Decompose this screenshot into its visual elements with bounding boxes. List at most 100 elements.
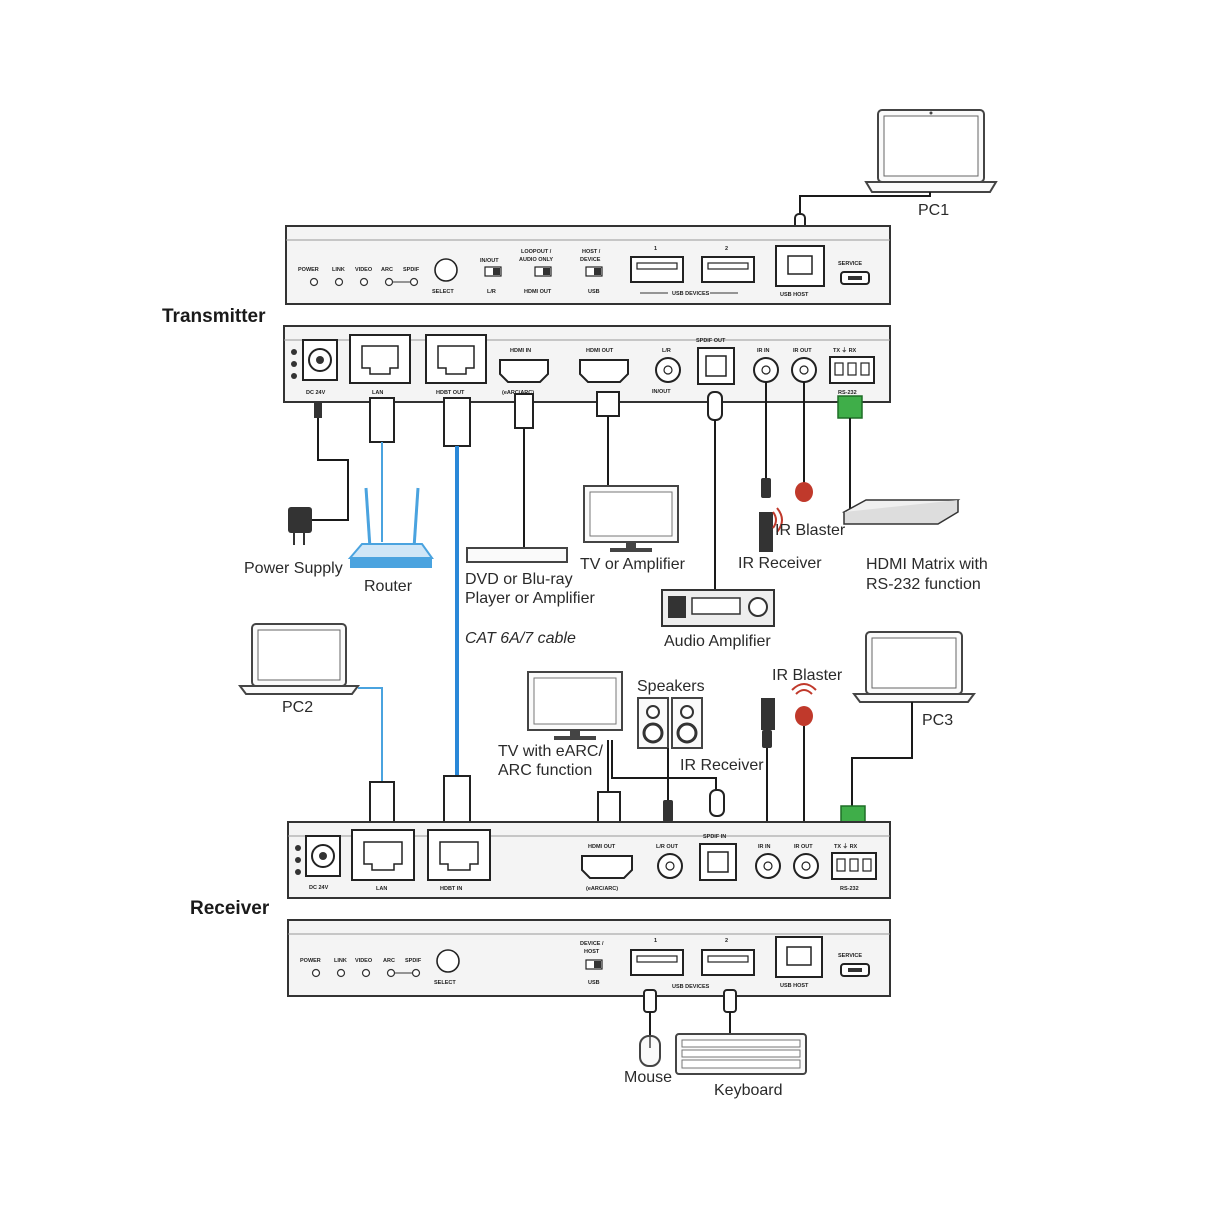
transmitter-rear-panel: DC 24V LAN HDBT OUT HDMI IN (eARC/ARC) H… xyxy=(283,325,891,403)
usb2-label: 2 xyxy=(725,246,728,252)
rx-hdbt-in-label: HDBT IN xyxy=(440,886,462,892)
tv-optical-cable xyxy=(611,740,717,796)
tx-hdmi-out-port[interactable] xyxy=(579,359,629,383)
hdmi-matrix-label-line2: RS-232 function xyxy=(866,576,981,593)
rx-video-led xyxy=(361,968,371,978)
switch3-top2-label: DEVICE xyxy=(580,257,601,263)
router-device xyxy=(347,487,434,568)
ir-receiver-rx-label: IR Receiver xyxy=(680,757,764,774)
led-label-link: LINK xyxy=(332,267,345,273)
rx-service-label: SERVICE xyxy=(838,953,862,959)
lan-plug xyxy=(369,397,395,443)
rx-spdif-in-label: SPDIF IN xyxy=(703,834,726,840)
hdmi-matrix-device xyxy=(841,499,961,525)
tx-dc-label: DC 24V xyxy=(306,390,326,396)
ir-receiver-plug-tx xyxy=(761,478,771,498)
cat-cable-label: CAT 6A/7 cable xyxy=(465,630,576,647)
pc2-lan-cable xyxy=(358,687,383,782)
ir-blaster-device-tx xyxy=(795,482,813,502)
dvd-label-line2: Player or Amplifier xyxy=(465,590,595,607)
led-label-arc: ARC xyxy=(381,267,393,273)
rx-hdmi-out-label: HDMI OUT xyxy=(588,844,616,850)
led-label-video: VIDEO xyxy=(355,267,373,273)
power-supply-adapter xyxy=(288,507,312,545)
rx-select-button[interactable] xyxy=(436,949,460,973)
usb1-label: 1 xyxy=(654,246,657,252)
rx-hdmi-out-port[interactable] xyxy=(581,855,633,879)
rx-switch-bottom-label: USB xyxy=(588,980,600,986)
rx-led-label-video: VIDEO xyxy=(355,958,373,964)
switch1-bottom-label: L/R xyxy=(487,289,496,295)
switch2-top2-label: AUDIO ONLY xyxy=(519,257,553,263)
audio-amplifier-device xyxy=(661,589,775,627)
rx-lan-label: LAN xyxy=(376,886,387,892)
hdmi-plug-dvd xyxy=(514,393,534,429)
switch3-top1-label: HOST / xyxy=(582,249,601,255)
tx-hdmi-in-label: HDMI IN xyxy=(510,348,531,354)
rx-usb-devices-label: USB DEVICES xyxy=(672,984,710,990)
pc1-laptop xyxy=(864,109,998,193)
router-label: Router xyxy=(364,578,413,595)
pc2-label: PC2 xyxy=(282,699,313,716)
tx-hdmi-in-port[interactable] xyxy=(499,359,549,383)
rx-arc-led xyxy=(386,968,396,978)
transmitter-label: Transmitter xyxy=(162,306,266,327)
hdmi-plug-tv xyxy=(596,391,620,417)
link-led xyxy=(334,277,344,287)
ir-blaster-tx-label: IR Blaster xyxy=(775,522,846,539)
rx-power-led xyxy=(311,968,321,978)
tx-hdbt-out-port[interactable] xyxy=(425,334,487,384)
mouse-label: Mouse xyxy=(624,1069,672,1086)
ir-blaster-device-rx xyxy=(791,683,817,726)
tv-earc-label-line1: TV with eARC/ xyxy=(498,743,603,760)
transmitter-front-panel: POWER LINK VIDEO ARC SPDIF SELECT IN/OUT… xyxy=(285,225,891,305)
service-label: SERVICE xyxy=(838,261,862,267)
tx-lr-inout-label: IN/OUT xyxy=(652,389,671,395)
dc-plug xyxy=(314,402,322,418)
pc1-usb-cable xyxy=(799,192,931,222)
hdmi-matrix-label-line1: HDMI Matrix with xyxy=(866,556,988,573)
rx-spdif-led xyxy=(411,968,421,978)
select-button[interactable] xyxy=(434,258,458,282)
power-led xyxy=(309,277,319,287)
tx-hdmi-out-label: HDMI OUT xyxy=(586,348,614,354)
ir-receiver-device-rx xyxy=(761,698,775,748)
lan-plug-rx xyxy=(369,781,395,827)
rx-link-led xyxy=(336,968,346,978)
switch1-top-label: IN/OUT xyxy=(480,258,499,264)
keyboard-usb-plug xyxy=(723,989,737,1013)
receiver-front-panel: POWER LINK VIDEO ARC SPDIF SELECT DEVICE… xyxy=(287,919,891,997)
rx-hdbt-in-port[interactable] xyxy=(427,829,491,881)
video-led xyxy=(359,277,369,287)
tx-ir-out-label: IR OUT xyxy=(793,348,812,354)
hdbt-plug-tx xyxy=(443,397,471,447)
tx-ir-in-label: IR IN xyxy=(757,348,770,354)
tv-earc-label-line2: ARC function xyxy=(498,762,592,779)
tv-earc-monitor xyxy=(527,671,623,740)
tx-rs232-top-label: TX ⏚ RX xyxy=(833,347,857,354)
select-label: SELECT xyxy=(432,289,454,295)
rx-usb1-label: 1 xyxy=(654,938,657,944)
rx-ir-out-label: IR OUT xyxy=(794,844,813,850)
receiver-rear-panel: DC 24V LAN HDBT IN HDMI OUT (eARC/ARC) L… xyxy=(287,821,891,899)
rx-rs232-label: RS-232 xyxy=(840,886,859,892)
speakers-label: Speakers xyxy=(637,678,705,695)
receiver-label: Receiver xyxy=(190,898,270,919)
ir-blaster-rx-label: IR Blaster xyxy=(772,667,843,684)
pc2-laptop xyxy=(238,623,360,695)
dvd-label-line1: DVD or Blu-ray xyxy=(465,571,573,588)
ir-receiver-tx-label: IR Receiver xyxy=(738,555,822,572)
audio-amp-label: Audio Amplifier xyxy=(664,633,771,650)
power-supply-label: Power Supply xyxy=(244,560,343,577)
pc3-laptop xyxy=(852,631,976,703)
usb-host-label: USB HOST xyxy=(780,292,809,298)
dvd-player xyxy=(466,547,568,563)
tx-led-row: POWER LINK VIDEO ARC SPDIF xyxy=(298,267,420,287)
pc3-label: PC3 xyxy=(922,712,953,729)
rx-led-label-power: POWER xyxy=(300,958,321,964)
arc-led xyxy=(384,277,394,287)
tv-amp-label: TV or Amplifier xyxy=(580,556,686,573)
rx-lr-out-label: L/R OUT xyxy=(656,844,679,850)
